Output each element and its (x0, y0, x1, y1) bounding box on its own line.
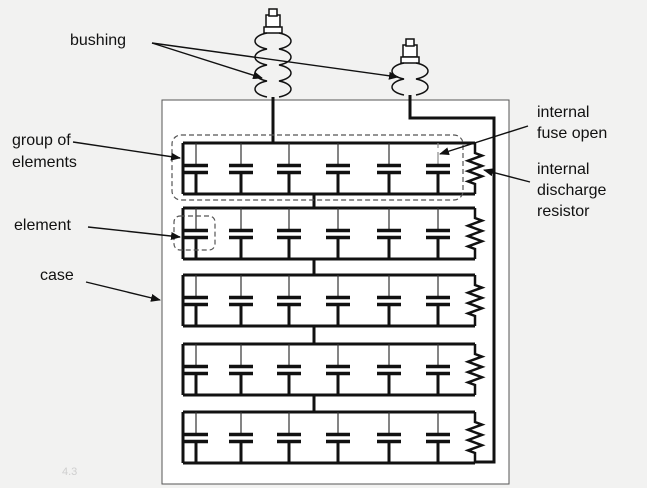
discharge-resistor (464, 143, 486, 194)
label-bushing: bushing (70, 32, 127, 49)
capacitor-element (229, 275, 253, 326)
label-group-of-elements-line1: group of (12, 132, 71, 149)
capacitor-element (326, 344, 350, 395)
group-highlight-box (171, 134, 464, 201)
element-group (181, 206, 486, 275)
capacitor-element (377, 275, 401, 326)
capacitor-element (229, 344, 253, 395)
capacitor-element (277, 275, 301, 326)
element-group (181, 141, 486, 208)
label-case: case (40, 267, 74, 284)
capacitor-element (229, 208, 253, 259)
capacitor-element (377, 208, 401, 259)
element-group (181, 342, 486, 412)
capacitor-element (326, 208, 350, 259)
capacitor-element (184, 412, 208, 463)
arrow-bushing-right (151, 42, 399, 80)
bushing-terminal (265, 14, 281, 28)
discharge-resistor (464, 344, 486, 395)
capacitor-element (426, 143, 450, 194)
discharge-resistor (464, 208, 486, 259)
capacitor-element (426, 412, 450, 463)
case-outline (161, 99, 510, 485)
arrow-case (85, 281, 161, 302)
discharge-resistor (464, 412, 486, 463)
bushing-terminal-stud (268, 8, 278, 17)
arrow-bushing-left (151, 42, 263, 80)
element-highlight-box (173, 215, 216, 251)
bushing-left (254, 8, 292, 98)
arrow-resistor (483, 168, 531, 183)
capacitor-element (277, 208, 301, 259)
label-discharge-resistor-line1: internal (537, 161, 590, 178)
capacitor-element (229, 143, 253, 194)
page-mark: 4.3 (62, 466, 78, 478)
label-discharge-resistor-line2: discharge (537, 182, 607, 199)
bushing-sheds-right (415, 62, 429, 96)
bushing-sheds-right (278, 32, 292, 98)
bushing-collar (263, 26, 283, 34)
capacitor-element (184, 143, 208, 194)
capacitor-element (277, 412, 301, 463)
element-group (181, 273, 486, 344)
capacitor-element (277, 143, 301, 194)
bushing-sheds-left (254, 32, 268, 98)
bushing-terminal (402, 44, 418, 58)
lead-right-return (408, 95, 496, 464)
label-group-of-elements-line2: elements (12, 154, 77, 171)
capacitor-element (426, 208, 450, 259)
element-group (181, 410, 486, 465)
capacitor-element (377, 344, 401, 395)
bushing-sheds-left (391, 62, 405, 96)
bushing-right (391, 38, 429, 96)
capacitor-element (184, 275, 208, 326)
label-element: element (14, 217, 71, 234)
discharge-resistor (464, 275, 486, 326)
capacitor-element (377, 412, 401, 463)
capacitor-element (184, 208, 208, 259)
bushing-collar (400, 56, 420, 64)
label-internal-fuse-open-line1: internal (537, 104, 590, 121)
arrow-group (72, 141, 181, 161)
capacitor-element (326, 143, 350, 194)
capacitor-element (426, 275, 450, 326)
label-internal-fuse-open-line2: fuse open (537, 125, 608, 142)
capacitor-element (229, 412, 253, 463)
capacitor-element (326, 275, 350, 326)
label-discharge-resistor-line3: resistor (537, 203, 590, 220)
arrow-fuse-open (439, 125, 529, 156)
capacitor-element (184, 344, 208, 395)
capacitor-element (277, 344, 301, 395)
capacitor-element (426, 344, 450, 395)
capacitor-element (326, 412, 350, 463)
capacitor-element (377, 143, 401, 194)
arrow-element (87, 226, 181, 241)
bushing-terminal-stud (405, 38, 415, 47)
